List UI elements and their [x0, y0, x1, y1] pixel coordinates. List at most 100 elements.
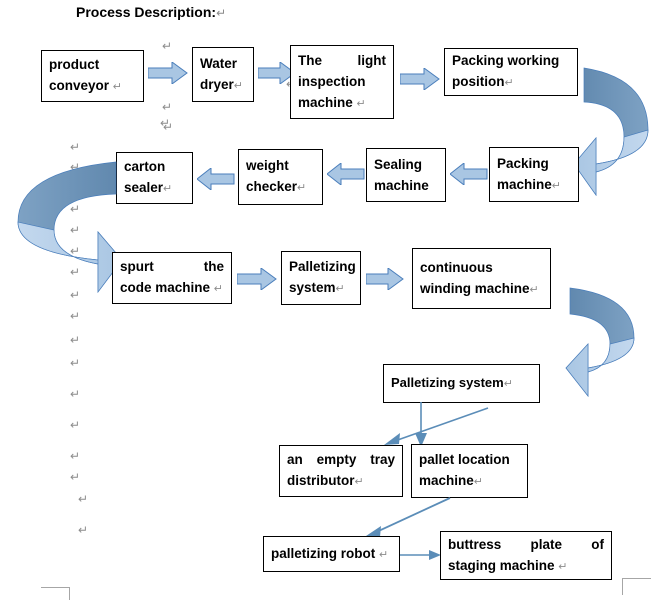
node-line: Water — [200, 55, 238, 71]
arrow-weight-to-carton — [197, 168, 235, 190]
return-glyph: ↵ — [473, 476, 483, 488]
paragraph-mark: ↵ — [70, 470, 81, 484]
node-water-dryer[interactable]: Water dryer↵ — [192, 47, 254, 102]
node-line: dryer↵ — [200, 76, 243, 92]
node-word: empty — [316, 452, 357, 467]
node-line: code machine ↵ — [120, 280, 224, 295]
line-arrow-pallet-location-to-robot — [363, 497, 451, 538]
paragraph-mark: ↵ — [70, 202, 81, 216]
return-glyph: ↵ — [297, 182, 307, 194]
paragraph-mark: ↵ — [70, 140, 81, 154]
paragraph-mark: ↵ — [70, 288, 81, 302]
node-buttress-plate-staging[interactable]: buttress plate of staging machine ↵ — [440, 531, 612, 580]
node-line: Packing working — [452, 53, 560, 68]
node-line: checker↵ — [246, 179, 307, 194]
page-title-text: Process Description: — [76, 4, 217, 20]
node-line-justified: The light — [298, 50, 386, 71]
curved-arrow-row3-to-row4 — [565, 287, 635, 398]
return-glyph: ↵ — [163, 183, 173, 195]
paragraph-mark: ↵ — [70, 309, 81, 323]
paragraph-mark: ↵ — [70, 244, 81, 258]
page-margin-corner-bottom-right — [622, 578, 651, 595]
paragraph-mark: ↵ — [162, 100, 173, 114]
node-line: Palletizing — [289, 259, 356, 274]
node-word: light — [357, 52, 387, 68]
return-glyph: ↵ — [529, 283, 539, 296]
node-line: palletizing robot ↵ — [271, 545, 389, 561]
paragraph-mark: ↵ — [70, 356, 81, 370]
node-palletizing-system-1[interactable]: Palletizing system↵ — [281, 251, 361, 305]
return-glyph: ↵ — [335, 283, 345, 295]
node-packing-working-position[interactable]: Packing working position↵ — [444, 48, 578, 96]
paragraph-mark: ↵ — [70, 160, 81, 174]
arrow-packing-machine-to-sealing — [450, 163, 488, 185]
node-line: machine↵ — [419, 473, 483, 488]
node-product-conveyor[interactable]: product conveyor ↵ — [41, 50, 144, 102]
node-line: weight — [246, 158, 289, 173]
return-glyph: ↵ — [504, 77, 514, 89]
node-line: Palletizing system↵ — [391, 375, 513, 390]
return-glyph: ↵ — [558, 560, 568, 573]
node-line: product — [49, 57, 100, 72]
paragraph-mark: ↵ — [70, 223, 81, 237]
node-line: machine ↵ — [298, 94, 366, 110]
paragraph-mark: ↵ — [78, 523, 89, 537]
node-palletizing-robot[interactable]: palletizing robot ↵ — [263, 536, 400, 572]
return-glyph: ↵ — [112, 81, 123, 93]
return-glyph: ↵ — [216, 6, 227, 20]
paragraph-mark: ↵ — [162, 39, 173, 53]
node-word: of — [591, 536, 604, 552]
node-word: the — [203, 259, 224, 274]
node-line: Packing — [497, 155, 549, 171]
return-glyph: ↵ — [551, 179, 561, 192]
node-line: pallet location — [419, 452, 510, 467]
node-line-justified: buttress plate of — [448, 534, 604, 555]
curved-arrow-row1-to-row2 — [576, 67, 649, 197]
node-word: tray — [370, 452, 395, 467]
paragraph-mark: ↵ — [70, 265, 81, 279]
node-sealing-machine[interactable]: Sealing machine — [366, 148, 446, 202]
node-continuous-winding-machine[interactable]: continuous winding machine↵ — [412, 248, 551, 309]
node-word: an — [287, 452, 303, 467]
node-word: The — [298, 52, 323, 68]
line-arrow-robot-to-buttress — [400, 550, 441, 560]
line-arrow-palletizing2-to-tray — [384, 407, 489, 445]
return-glyph: ↵ — [379, 548, 389, 561]
page-title: Process Description:↵ — [76, 4, 226, 20]
node-packing-machine[interactable]: Packing machine↵ — [489, 147, 579, 202]
paragraph-mark: ↵ — [160, 116, 171, 130]
arrow-water-to-light — [258, 62, 296, 84]
return-glyph: ↵ — [233, 79, 243, 92]
node-line: staging machine ↵ — [448, 557, 568, 573]
curved-arrow-row2-to-row3 — [17, 161, 123, 294]
paragraph-mark: ↵ — [70, 449, 81, 463]
node-line: winding machine↵ — [420, 280, 539, 296]
node-word: plate — [530, 536, 563, 552]
paragraph-mark: ↵ — [70, 333, 81, 347]
node-word: buttress — [448, 536, 502, 552]
node-line: machine — [374, 178, 429, 193]
return-glyph: ↵ — [213, 283, 224, 295]
arrow-sealing-to-weight — [327, 163, 365, 185]
arrow-palletizing-to-winding — [366, 268, 404, 290]
node-line: sealer↵ — [124, 180, 173, 195]
paragraph-mark: ↵ — [78, 492, 89, 506]
node-line: position↵ — [452, 74, 514, 89]
line-arrow-palletizing2-to-pallet-location — [415, 402, 427, 447]
node-carton-sealer[interactable]: carton sealer↵ — [116, 152, 193, 204]
node-line: carton — [124, 159, 166, 174]
node-line: distributor↵ — [287, 473, 364, 488]
node-palletizing-system-2[interactable]: Palletizing system↵ — [383, 364, 540, 403]
node-weight-checker[interactable]: weight checker↵ — [238, 149, 323, 205]
return-glyph: ↵ — [356, 97, 366, 110]
arrow-light-to-packing-position — [400, 68, 440, 90]
return-glyph: ↵ — [503, 378, 513, 390]
node-pallet-location-machine[interactable]: pallet location machine↵ — [411, 444, 528, 498]
arrow-spurt-to-palletizing — [237, 268, 277, 290]
